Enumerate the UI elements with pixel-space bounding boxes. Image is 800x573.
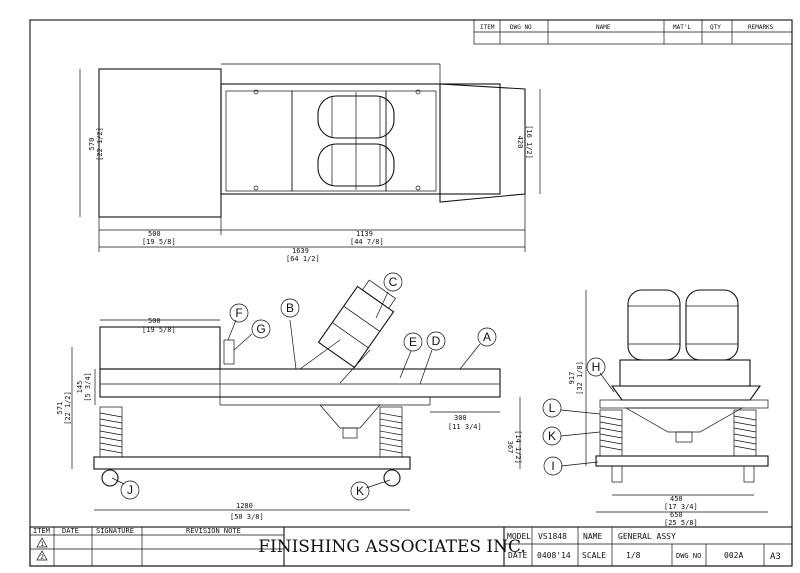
- parts-header-remarks: REMARKS: [748, 24, 774, 31]
- dim-front-500-inch-label: [19 5/8]: [142, 326, 176, 334]
- callout-h: H: [586, 357, 615, 393]
- dim-367-label: 367: [506, 441, 514, 454]
- parts-header-qty: QTY: [710, 24, 721, 31]
- callout-i-label: I: [551, 459, 554, 473]
- parts-table: ITEM DWG NO NAME MAT'L QTY REMARKS: [473, 19, 793, 45]
- rev-header-signature: SIGNATURE: [96, 527, 134, 535]
- dim-1139-label: 1139: [356, 230, 373, 238]
- dim-570-inch-label: [22 1/2]: [96, 127, 104, 161]
- dim-571-inch-label: [22 1/2]: [64, 391, 72, 425]
- callout-i: I: [543, 456, 599, 476]
- dim-1280-label: 1280: [236, 502, 253, 510]
- callout-h-label: H: [592, 360, 601, 374]
- callout-e: E: [399, 332, 423, 379]
- dim-300-label: 300: [454, 414, 467, 422]
- callout-l: L: [542, 398, 601, 418]
- callout-l-label: L: [549, 401, 556, 415]
- date-label: DATE: [508, 551, 527, 560]
- callouts: A B C D E F G: [111, 272, 615, 501]
- callout-g-label: G: [256, 322, 265, 336]
- parts-header-name: NAME: [596, 24, 611, 31]
- callout-b: B: [280, 298, 300, 370]
- callout-a-label: A: [483, 330, 491, 344]
- dim-570-label: 570: [88, 138, 96, 151]
- sheet-size: A3: [770, 552, 781, 562]
- callout-j: J: [111, 477, 140, 500]
- rev-header-date: DATE: [62, 527, 79, 535]
- rev-item-1: 1: [40, 541, 44, 548]
- callout-k-side: K: [542, 426, 601, 446]
- dim-917-label: 917: [568, 372, 576, 385]
- dim-571-label: 571: [56, 402, 64, 415]
- dim-145-label: 145: [76, 381, 84, 394]
- name-value: GENERAL ASSY: [618, 532, 676, 541]
- dim-1639-inch-label: [64 1/2]: [286, 255, 320, 263]
- date-value: 0408'14: [537, 551, 571, 560]
- rev-item-2: 2: [40, 554, 44, 561]
- company-name: FINISHING ASSOCIATES INC.: [258, 537, 526, 557]
- sheet-border: [29, 19, 793, 567]
- dim-500-inch-label: [19 5/8]: [142, 238, 176, 246]
- front-view: 500 [19 5/8] 145 [5 3/4] 571 [22 1/2] 30…: [56, 279, 522, 521]
- callout-g: G: [233, 319, 271, 351]
- dim-145-inch-label: [5 3/4]: [84, 372, 92, 402]
- dim-1139-inch-label: [44 7/8]: [350, 238, 384, 246]
- model-label: MODEL: [507, 532, 531, 541]
- callout-d-label: D: [432, 334, 441, 348]
- dim-1280-inch-label: [50 3/8]: [230, 513, 264, 521]
- side-view: 917 [32 1/8] 450 [17 3/4] 650 [25 5/8]: [568, 289, 769, 527]
- dim-1639-label: 1639: [292, 247, 309, 255]
- scale-value: 1/8: [626, 551, 641, 560]
- dwg-no-value: 002A: [724, 551, 743, 560]
- top-view: 570 [22 1/2] 420 [16 1/2] 500 [19 5/8] 1…: [79, 63, 541, 263]
- dim-front-500-label: 500: [148, 317, 161, 325]
- dim-450-inch-label: [17 3/4]: [664, 503, 698, 511]
- model-value: VS1848: [538, 532, 567, 541]
- callout-c: C: [375, 272, 403, 319]
- dwg-no-label: DWG NO: [676, 552, 701, 560]
- dim-917-inch-label: [32 1/8]: [576, 361, 584, 395]
- callout-k-front-label: K: [356, 484, 364, 498]
- rev-header-item: ITEM: [33, 527, 50, 535]
- callout-a: A: [459, 327, 497, 370]
- dim-500-label: 500: [148, 230, 161, 238]
- dim-650-inch-label: [25 5/8]: [664, 519, 698, 527]
- callout-e-label: E: [409, 335, 417, 349]
- callout-k-side-label: K: [548, 429, 556, 443]
- parts-header-item: ITEM: [480, 24, 495, 31]
- scale-label: SCALE: [582, 551, 606, 560]
- dim-300-inch-label: [11 3/4]: [448, 423, 482, 431]
- callout-c-label: C: [389, 275, 398, 289]
- callout-d: D: [419, 331, 446, 385]
- name-label: NAME: [583, 532, 602, 541]
- dim-420-inch-label: [16 1/2]: [525, 125, 533, 159]
- rev-header-note: REVISION NOTE: [186, 527, 241, 535]
- callout-f: F: [227, 303, 249, 341]
- callout-b-label: B: [286, 301, 294, 315]
- dim-420-label: 420: [516, 136, 524, 149]
- dim-450-label: 450: [670, 495, 683, 503]
- dim-367-inch-label: [14 1/2]: [514, 430, 522, 464]
- callout-f-label: F: [235, 306, 242, 320]
- title-block: ITEM DATE SIGNATURE REVISION NOTE 1 2 FI…: [29, 526, 793, 567]
- callout-k-front: K: [350, 479, 391, 501]
- parts-header-dwg-no: DWG NO: [510, 24, 532, 31]
- callout-j-label: J: [127, 483, 133, 497]
- parts-header-material: MAT'L: [673, 24, 691, 31]
- dim-650-label: 650: [670, 511, 683, 519]
